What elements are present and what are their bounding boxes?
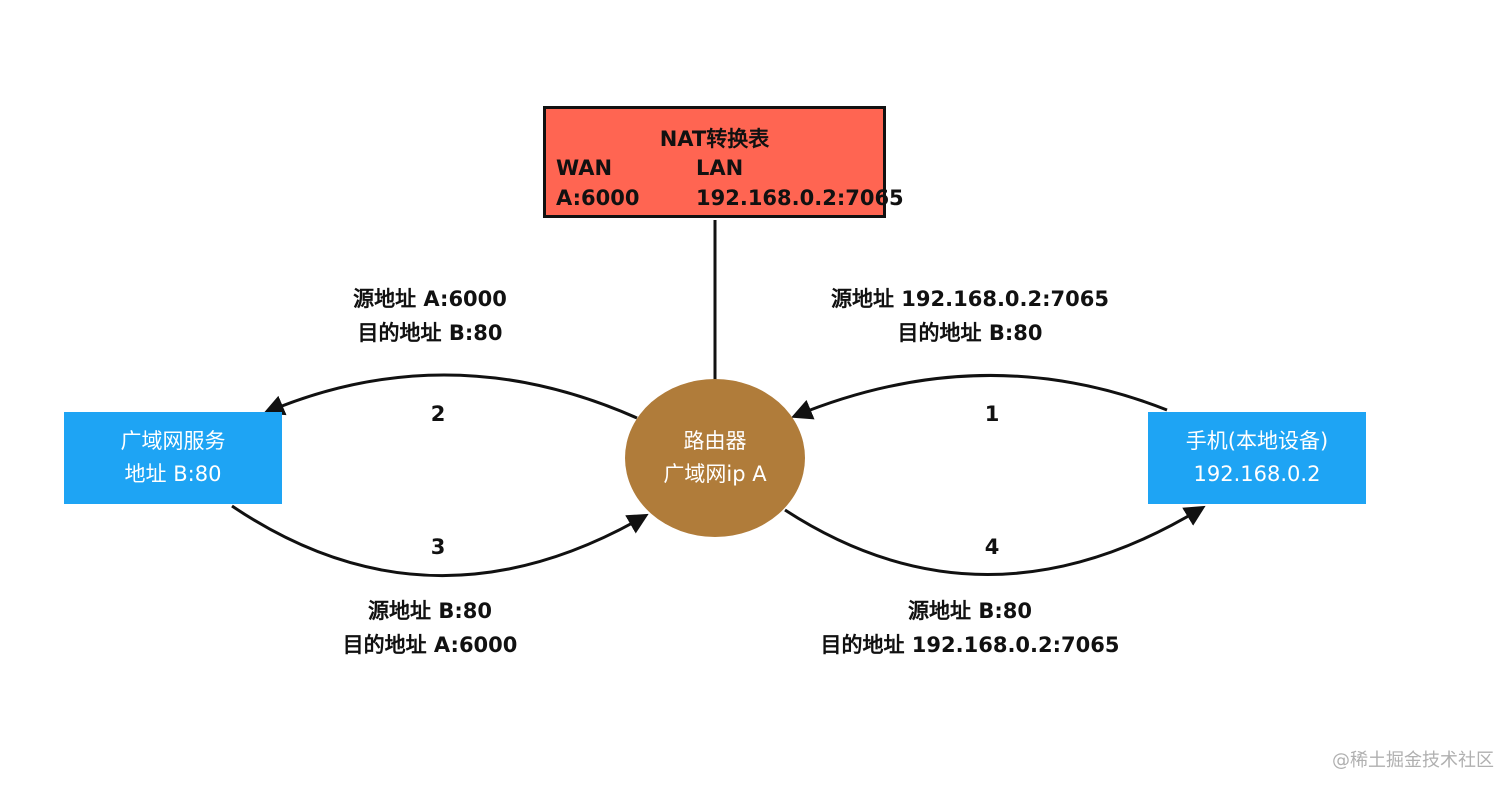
flow-4-label: 源地址 B:80 目的地址 192.168.0.2:7065 (810, 594, 1130, 662)
nat-table: NAT转换表 WAN LAN A:6000 192.168.0.2:7065 (543, 106, 904, 218)
arrow-step-1 (791, 374, 1168, 420)
nat-wan-value: A:6000 (556, 186, 640, 210)
phone-ip: 192.168.0.2 (1193, 462, 1321, 486)
flow-4-source: 源地址 B:80 (908, 599, 1032, 623)
router-name: 路由器 (683, 429, 747, 453)
nat-lan-value: 192.168.0.2:7065 (696, 186, 904, 210)
wan-service-node: 广域网服务 地址 B:80 (64, 412, 282, 504)
arrow-step-3 (231, 504, 649, 577)
flow-4-step: 4 (984, 535, 1000, 559)
flow-2-source: 源地址 A:6000 (353, 287, 507, 311)
flow-1-destination: 目的地址 B:80 (897, 321, 1043, 345)
flow-2-step: 2 (430, 402, 446, 426)
router-wan-ip: 广域网ip A (663, 462, 767, 486)
nat-wan-header: WAN (556, 156, 613, 180)
flow-3-destination: 目的地址 A:6000 (342, 633, 518, 657)
nat-table-title: NAT转换表 (659, 127, 770, 151)
flow-3-label: 源地址 B:80 目的地址 A:6000 (300, 594, 560, 662)
wan-service-name: 广域网服务 (120, 429, 226, 453)
flow-3-source: 源地址 B:80 (368, 599, 492, 623)
arrow-step-2 (263, 373, 638, 420)
phone-name: 手机(本地设备) (1185, 429, 1329, 453)
flow-2-label: 源地址 A:6000 目的地址 B:80 (300, 282, 560, 350)
arrow-step-4 (784, 505, 1206, 576)
phone-node: 手机(本地设备) 192.168.0.2 (1148, 412, 1366, 504)
watermark: @稀土掘金技术社区 (1332, 750, 1494, 771)
flow-2-destination: 目的地址 B:80 (357, 321, 503, 345)
wan-service-address: 地址 B:80 (124, 462, 222, 486)
router-node: 路由器 广域网ip A (625, 379, 805, 537)
flow-1-label: 源地址 192.168.0.2:7065 目的地址 B:80 (820, 282, 1120, 350)
flow-3-step: 3 (430, 535, 446, 559)
nat-lan-header: LAN (696, 156, 744, 180)
flow-1-source: 源地址 192.168.0.2:7065 (831, 287, 1109, 311)
flow-4-destination: 目的地址 192.168.0.2:7065 (820, 633, 1120, 657)
flow-1-step: 1 (984, 402, 1000, 426)
